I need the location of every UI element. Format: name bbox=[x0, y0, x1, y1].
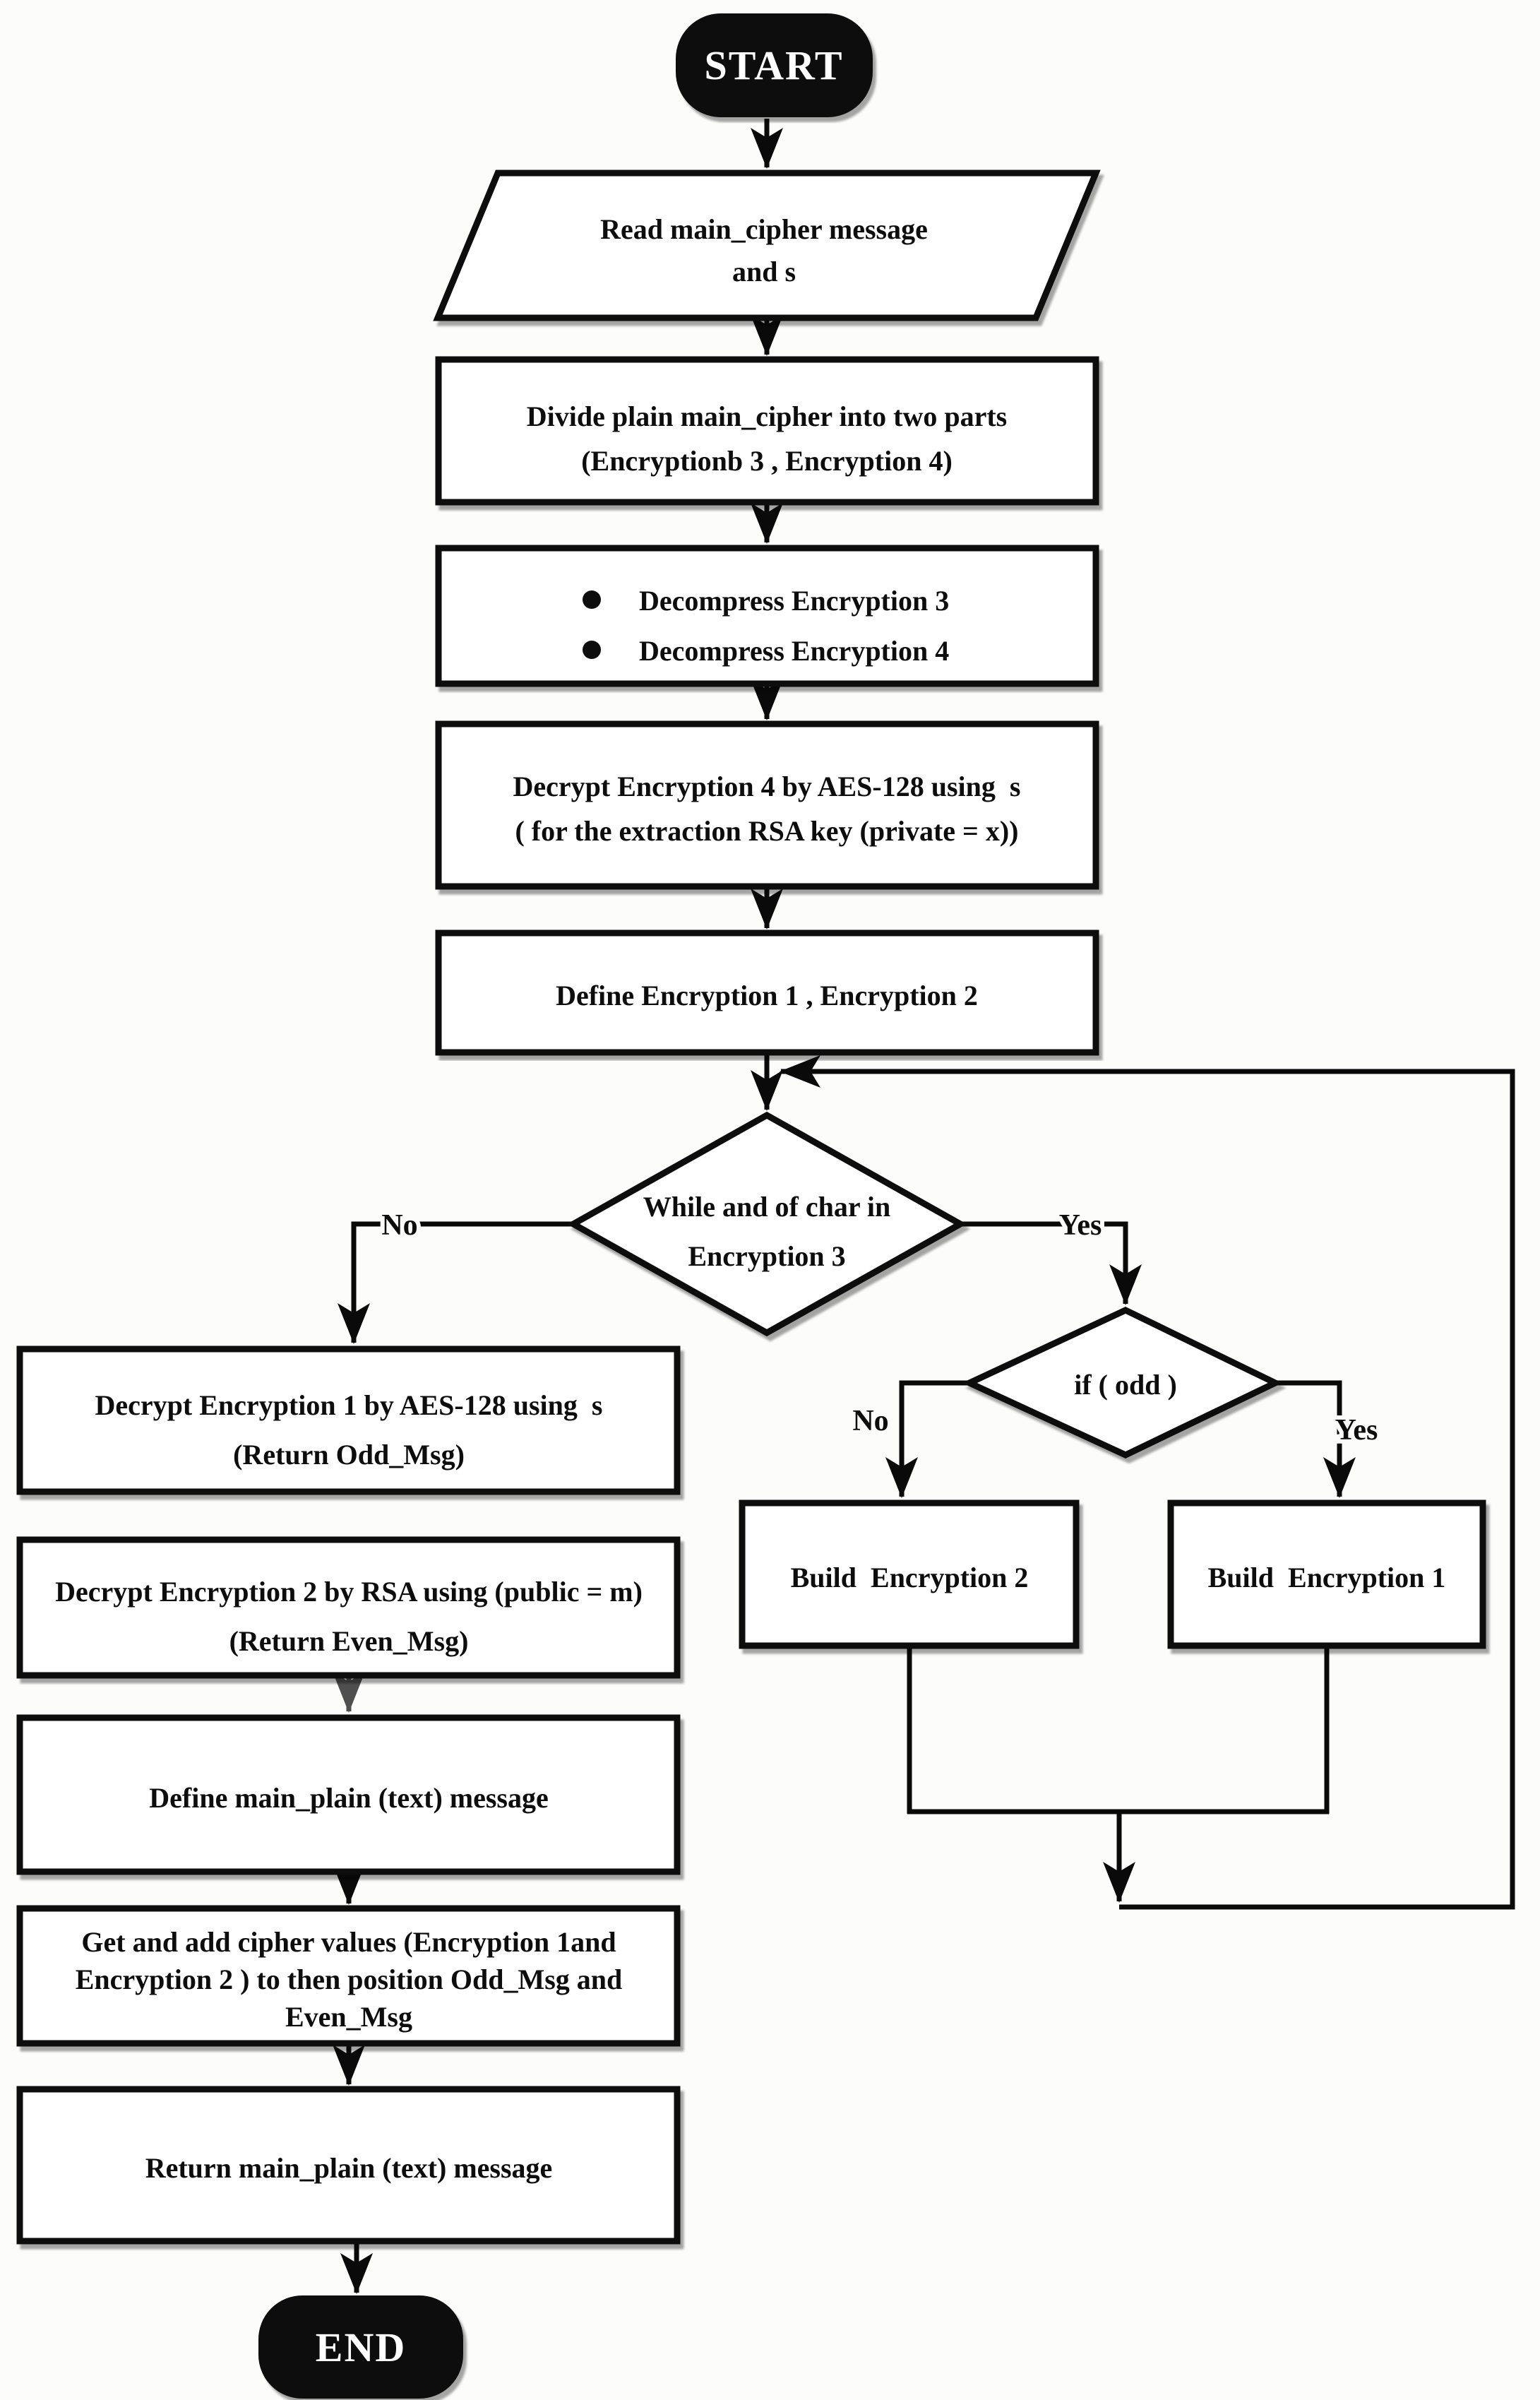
define12-line-1: Define Encryption 1 , Encryption 2 bbox=[556, 980, 978, 1011]
edge-if-yes bbox=[1277, 1380, 1356, 1498]
get-add-line-1: Get and add cipher values (Encryption 1a… bbox=[81, 1926, 616, 1958]
while-line-2: Encryption 3 bbox=[688, 1240, 845, 1272]
decompress-process-box bbox=[435, 545, 1099, 687]
get-add-line-2: Encryption 2 ) to then position Odd_Msg … bbox=[76, 1964, 623, 1995]
if-yes-label: Yes bbox=[1335, 1414, 1378, 1446]
build-enc2-label: Build Encryption 2 bbox=[791, 1562, 1029, 1593]
get-add-line-3: Even_Msg bbox=[285, 2001, 412, 2033]
decompress-bullet-2: Decompress Encryption 4 bbox=[639, 635, 949, 667]
define12-process-box bbox=[435, 929, 1099, 1056]
get-add-process-box bbox=[16, 1905, 681, 2047]
bullet-icon bbox=[583, 590, 601, 609]
end-terminator bbox=[258, 2295, 463, 2399]
divide-line-2: (Encryptionb 3 , Encryption 4) bbox=[581, 445, 953, 477]
while-no-label: No bbox=[381, 1209, 417, 1242]
start-label: START bbox=[704, 42, 843, 88]
divide-line-1: Divide plain main_cipher into two parts bbox=[527, 400, 1007, 432]
decrypt2-process-box bbox=[16, 1536, 681, 1679]
decrypt1-line-1: Decrypt Encryption 1 by AES-128 using s bbox=[95, 1389, 603, 1421]
decrypt4-line-1: Decrypt Encryption 4 by AES-128 using s bbox=[513, 771, 1021, 802]
while-decision-diamond bbox=[566, 1111, 967, 1337]
build-enc1-label: Build Encryption 1 bbox=[1208, 1562, 1446, 1593]
define-main-plain-line-1: Define main_plain (text) message bbox=[149, 1782, 548, 1814]
decrypt2-line-1: Decrypt Encryption 2 by RSA using (publi… bbox=[55, 1576, 643, 1608]
decrypt4-line-2: ( for the extraction RSA key (private = … bbox=[515, 815, 1018, 847]
decompress-bullet-1: Decompress Encryption 3 bbox=[639, 585, 949, 617]
divide-process-box bbox=[435, 356, 1099, 506]
decrypt1-line-2: (Return Odd_Msg) bbox=[233, 1439, 465, 1471]
decrypt1-process-box bbox=[16, 1345, 681, 1495]
nodes: START Read main_cipher message and s Div… bbox=[16, 13, 1486, 2399]
build-enc1-process-box bbox=[1167, 1499, 1486, 1649]
decrypt4-process-box bbox=[435, 720, 1099, 890]
return-main-plain-line-1: Return main_plain (text) message bbox=[145, 2152, 553, 2184]
while-yes-label: Yes bbox=[1059, 1209, 1102, 1242]
if-no-label: No bbox=[852, 1405, 888, 1437]
read-line-2: and s bbox=[732, 256, 796, 287]
end-label: END bbox=[316, 2324, 406, 2370]
build-enc2-process-box bbox=[739, 1499, 1080, 1649]
edges bbox=[333, 119, 1515, 2294]
read-line-1: Read main_cipher message bbox=[600, 213, 928, 245]
read-io-parallelogram bbox=[433, 170, 1101, 321]
edge-loop-back bbox=[780, 1055, 1515, 1910]
bullet-icon bbox=[583, 641, 601, 659]
define-main-plain-process-box bbox=[16, 1714, 681, 1875]
while-line-1: While and of char in bbox=[643, 1191, 890, 1223]
if-odd-decision-diamond bbox=[962, 1307, 1283, 1459]
if-odd-label: if ( odd ) bbox=[1074, 1369, 1177, 1401]
start-terminator bbox=[676, 13, 873, 117]
edge-while-yes bbox=[962, 1221, 1142, 1305]
edge-if-no bbox=[885, 1380, 969, 1498]
edge-while-no bbox=[338, 1221, 575, 1344]
decrypt2-line-2: (Return Even_Msg) bbox=[229, 1625, 469, 1657]
return-main-plain-process-box bbox=[16, 2086, 681, 2245]
